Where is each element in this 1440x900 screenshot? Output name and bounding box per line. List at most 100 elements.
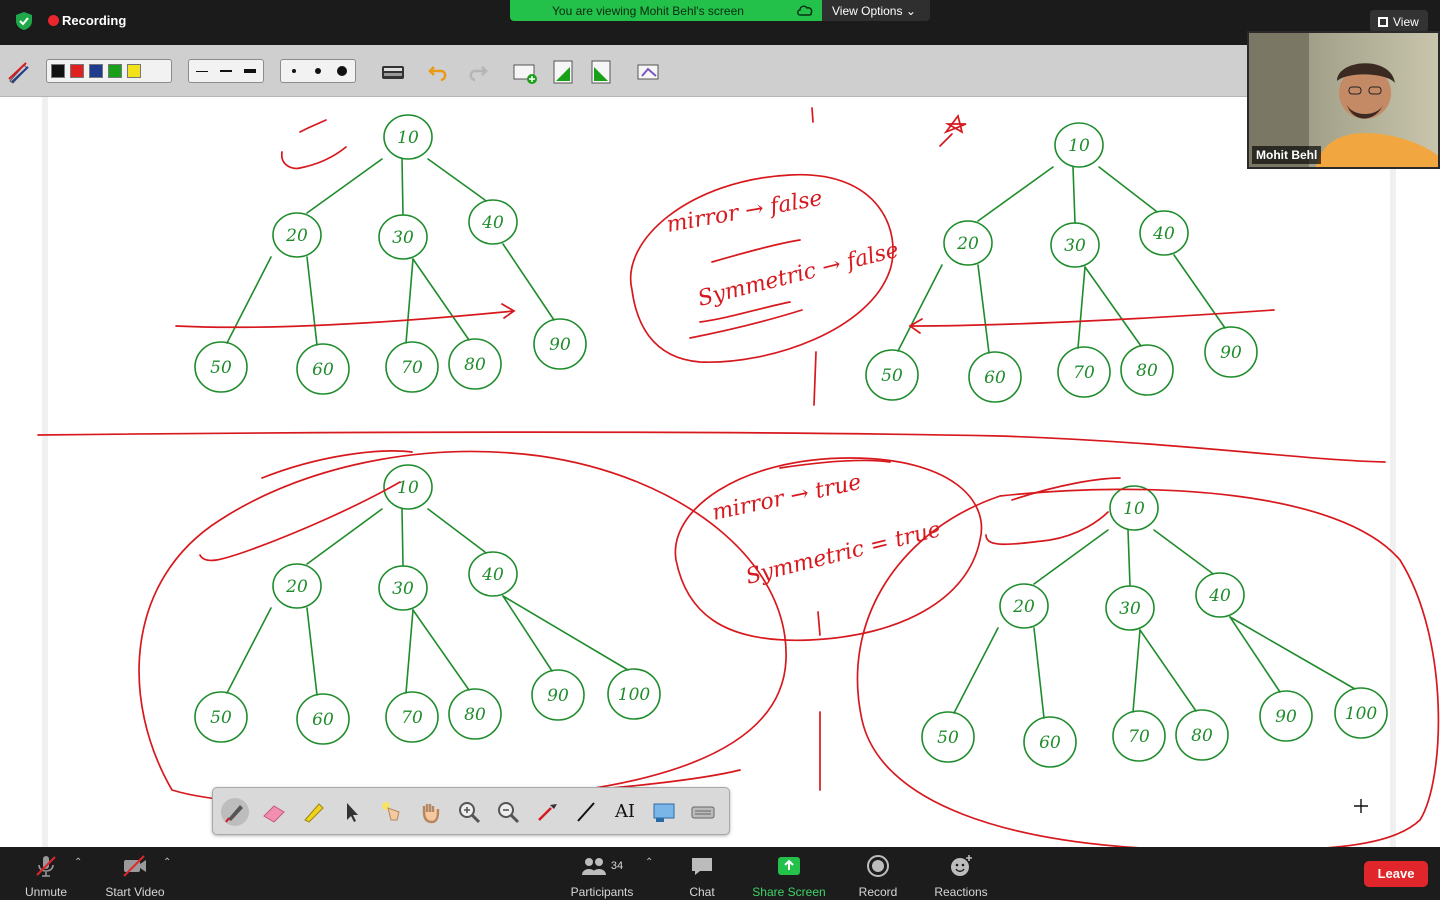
shield-icon	[16, 12, 32, 30]
tree-node	[1175, 709, 1229, 761]
tree-node	[1195, 572, 1245, 618]
text-tool-icon[interactable]: AI	[614, 801, 636, 822]
tree-node	[968, 351, 1022, 403]
tree-node	[272, 212, 322, 258]
video-options-caret-icon[interactable]: ⌃	[163, 857, 172, 868]
tree-node-label: 60	[312, 710, 334, 730]
participants-icon	[581, 858, 606, 875]
tree-node	[533, 318, 587, 370]
line-tool-icon[interactable]	[572, 798, 600, 826]
crosshair-cursor	[1354, 799, 1368, 813]
highlighter-icon[interactable]	[299, 798, 327, 826]
tree-node-label: 90	[1220, 343, 1242, 363]
video-wall	[1249, 33, 1309, 167]
pen-tool-icon[interactable]	[221, 798, 249, 826]
recording-dot-icon	[48, 15, 59, 26]
top-note-ellipse	[629, 174, 894, 363]
color-yellow-swatch[interactable]	[127, 64, 141, 78]
chat-button[interactable]: Chat	[680, 853, 724, 899]
tree-node-label: 100	[618, 685, 651, 705]
tree-node-label: 20	[1012, 597, 1035, 617]
tree-edge	[1153, 529, 1213, 574]
share-screen-button[interactable]: Share Screen	[748, 853, 830, 899]
tree-edge	[427, 158, 486, 201]
reactions-button[interactable]: Reactions	[930, 853, 992, 899]
participants-button[interactable]: 34 Participants	[566, 853, 638, 899]
tree-node	[194, 691, 248, 743]
tree-node-label: 60	[984, 368, 1006, 388]
tree-node	[383, 114, 433, 160]
tree-node	[468, 551, 518, 597]
line-width-thick[interactable]	[240, 63, 259, 79]
tree-edge	[405, 609, 414, 694]
zoom-out-icon[interactable]	[494, 798, 522, 826]
participants-label: Participants	[570, 885, 634, 899]
color-blue-swatch[interactable]	[89, 64, 103, 78]
tree-node	[1023, 716, 1077, 768]
tree-node	[448, 338, 502, 390]
tree-node	[1204, 326, 1258, 378]
tree-node	[1054, 122, 1104, 168]
next-page-icon[interactable]	[588, 59, 614, 85]
color-green-swatch[interactable]	[108, 64, 122, 78]
tree-node	[296, 343, 350, 395]
tree-edge	[502, 243, 555, 321]
participants-options-caret-icon[interactable]: ⌃	[645, 857, 654, 868]
tree-node	[378, 565, 428, 611]
tree-edge	[306, 607, 318, 696]
tree-node	[448, 688, 502, 740]
tree-node-label: 90	[549, 335, 571, 355]
tree-edge	[1127, 529, 1131, 587]
audio-options-caret-icon[interactable]: ⌃	[74, 857, 83, 868]
previous-page-icon[interactable]	[550, 59, 576, 85]
tree-node	[383, 464, 433, 510]
keyboard-tool-icon[interactable]	[689, 798, 717, 826]
grid-icon	[1378, 17, 1388, 27]
view-options-button[interactable]: View Options ⌄	[822, 0, 930, 21]
line-width-medium[interactable]	[217, 63, 236, 79]
keyboard-icon[interactable]	[380, 59, 406, 85]
screenshot-icon[interactable]	[650, 798, 678, 826]
chat-label: Chat	[689, 885, 715, 899]
tree-node	[943, 220, 993, 266]
view-button[interactable]: View	[1370, 10, 1428, 32]
video-tile[interactable]: Mohit Behl	[1247, 31, 1440, 169]
tree-edge	[427, 508, 486, 553]
unmute-button[interactable]: Unmute	[20, 853, 72, 899]
tree-node-label: 50	[210, 358, 232, 378]
record-button[interactable]: Record	[854, 853, 902, 899]
zoom-in-icon[interactable]	[455, 798, 483, 826]
video-participant-name: Mohit Behl	[1252, 146, 1322, 164]
leave-button[interactable]: Leave	[1364, 861, 1428, 887]
share-screen-icon	[778, 857, 800, 875]
tree-node	[194, 341, 248, 393]
select-arrow-icon[interactable]	[338, 798, 366, 826]
tree-edge	[306, 508, 383, 565]
tree-node-label: 40	[481, 565, 504, 585]
line-width-thin[interactable]	[193, 63, 212, 79]
pipette-icon[interactable]	[533, 798, 561, 826]
start-video-button[interactable]: Start Video	[100, 853, 170, 899]
dot-size-medium[interactable]	[309, 63, 328, 79]
tree-node-label: 60	[312, 360, 334, 380]
color-red-swatch[interactable]	[70, 64, 84, 78]
tree-edge	[1132, 629, 1141, 713]
dot-size-large[interactable]	[332, 63, 351, 79]
pen-icon[interactable]	[6, 59, 32, 85]
eraser-icon[interactable]	[260, 798, 288, 826]
tree-node	[378, 214, 428, 260]
tree-node-label: 50	[210, 708, 232, 728]
laser-pointer-icon[interactable]	[377, 798, 405, 826]
tree-node-label: 20	[285, 226, 308, 246]
color-black-swatch[interactable]	[51, 64, 65, 78]
new-page-icon[interactable]	[512, 59, 538, 85]
star-mark	[943, 114, 967, 134]
tree-node-label: 50	[881, 366, 903, 386]
save-icon[interactable]	[636, 59, 662, 85]
tree-node	[1259, 690, 1313, 742]
dot-size-small[interactable]	[285, 63, 304, 79]
grab-hand-icon[interactable]	[416, 798, 444, 826]
undo-icon[interactable]	[426, 59, 452, 85]
redo-icon[interactable]	[464, 59, 490, 85]
